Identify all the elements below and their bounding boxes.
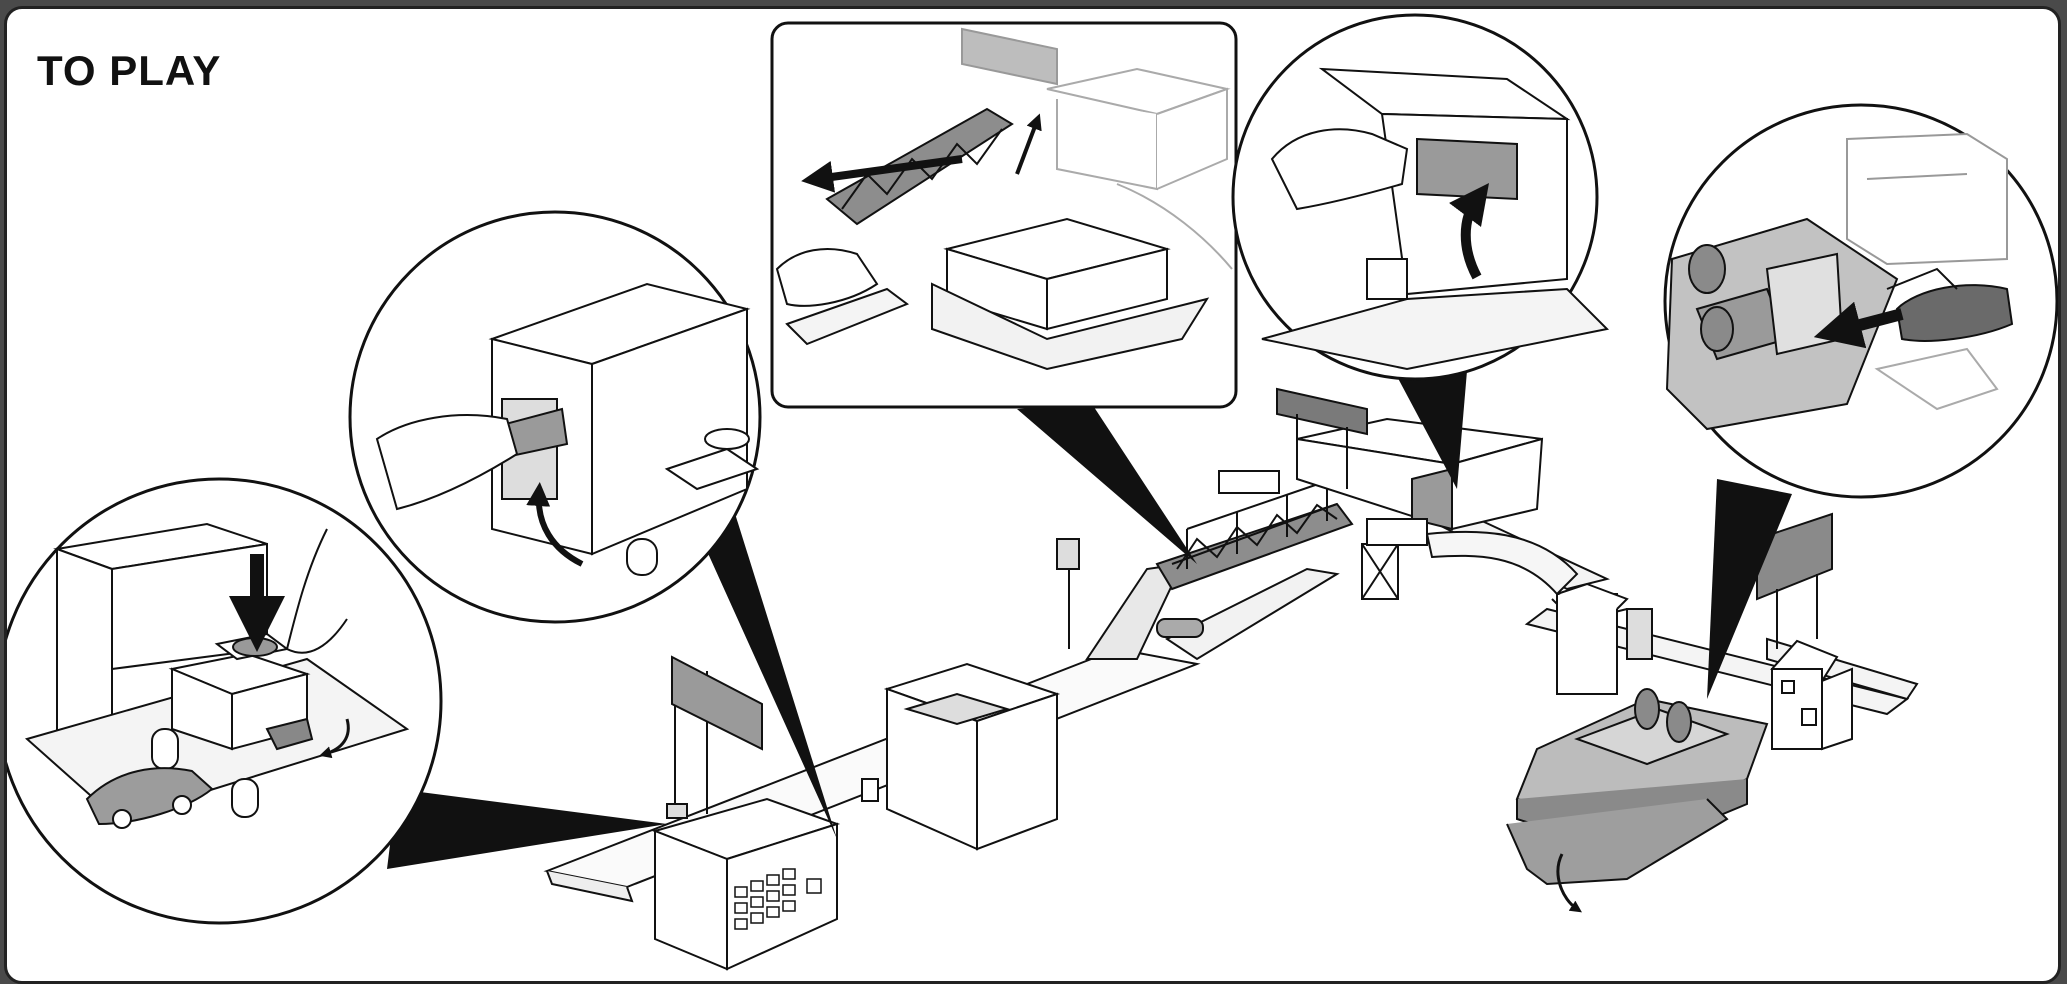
launcher-car <box>1156 618 1204 638</box>
office-building <box>651 797 841 971</box>
main-playset <box>543 387 1919 971</box>
inset-garage-lift <box>1231 13 1610 381</box>
truss-bridge <box>1155 480 1354 591</box>
billboard-left <box>666 655 763 819</box>
inset-bridge-drawbridge <box>770 21 1238 409</box>
instruction-panel: TO PLAY <box>4 6 2061 984</box>
gas-station <box>1218 387 1544 546</box>
left-arrow-icon <box>801 155 963 193</box>
billboard-right <box>1756 512 1833 649</box>
inset-button-launcher <box>7 477 443 925</box>
left-arrow-icon <box>1813 301 1904 349</box>
ferry <box>1506 688 1769 886</box>
up-arrow-icon <box>1015 113 1042 175</box>
lamp-post <box>1056 538 1080 649</box>
ramp-arrow-icon <box>1556 853 1582 913</box>
tower-building <box>1551 582 1653 695</box>
curved-arrow-icon <box>526 482 584 567</box>
small-house <box>1770 639 1853 751</box>
bridge-pier <box>1361 543 1399 600</box>
page-title: TO PLAY <box>37 47 222 94</box>
playset-illustration <box>7 13 2058 971</box>
inset-tower-lever <box>348 210 762 624</box>
callout-pointers <box>387 367 1792 869</box>
inset-ferry-car-load <box>1663 103 2058 499</box>
curved-arrow-icon <box>319 718 350 759</box>
middle-building <box>861 662 1061 851</box>
up-arrow-icon <box>1449 182 1489 280</box>
